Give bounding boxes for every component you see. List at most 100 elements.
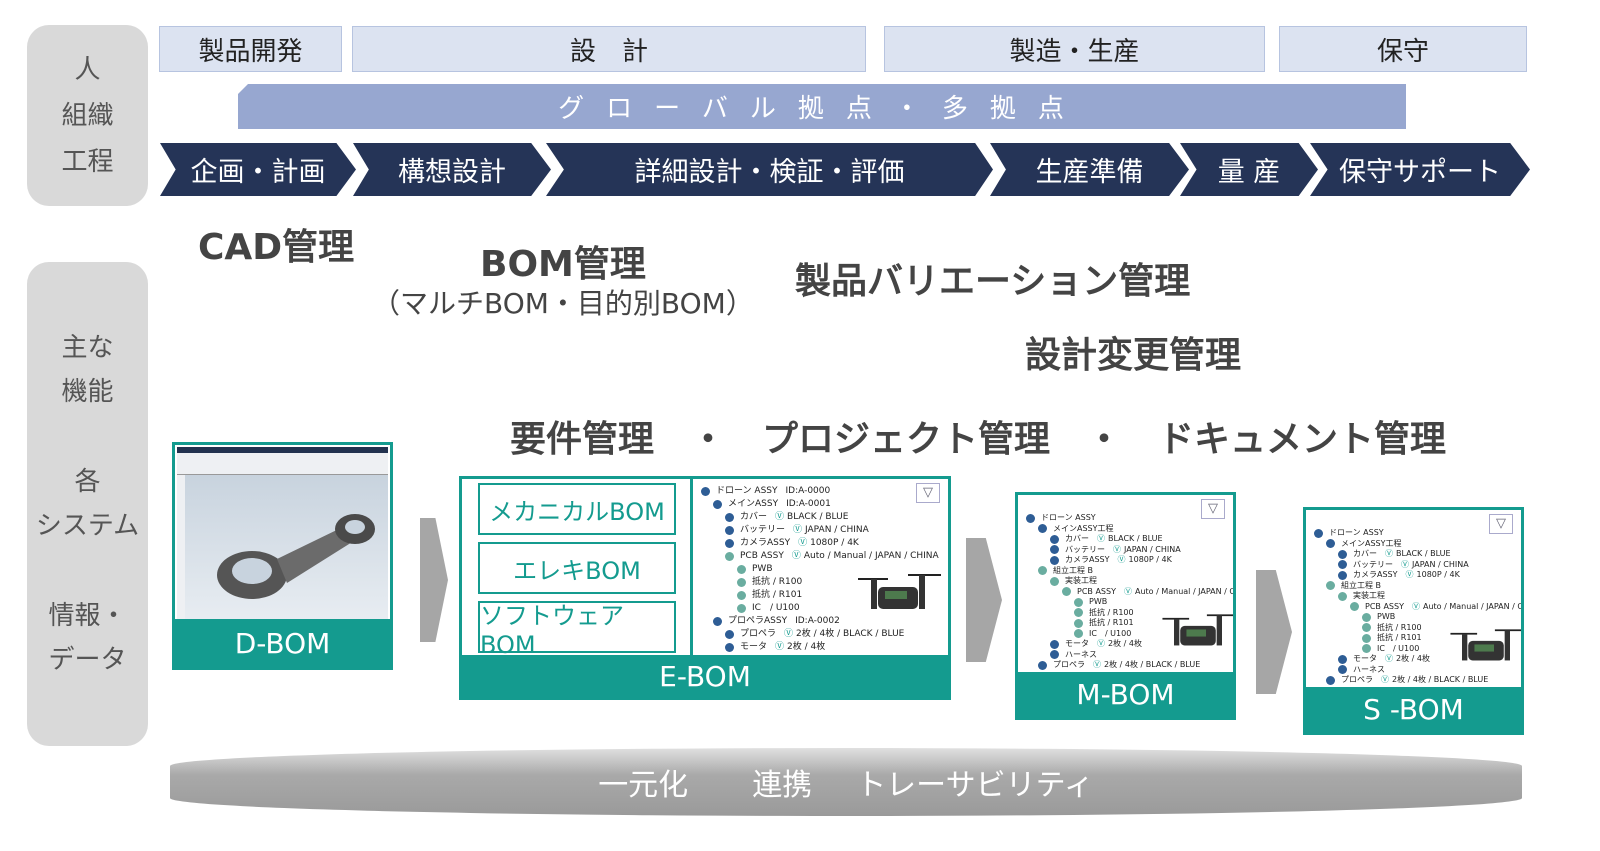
node-icon (737, 565, 746, 574)
tree-node[interactable]: 実装工程 (1314, 591, 1521, 602)
arrow-right-icon (420, 518, 448, 642)
side-label: 工程 (61, 146, 114, 177)
node-icon (1074, 608, 1083, 618)
node-icon (1338, 591, 1347, 601)
tree-node[interactable]: IC / U100 (701, 602, 948, 615)
tree-node[interactable]: 実装工程 (1026, 576, 1233, 587)
node-variants: 2枚 / 4枚 / BLACK / BLUE (1392, 675, 1489, 684)
tree-node[interactable]: 抵抗 / R101 (1026, 618, 1233, 629)
drone-image (1450, 629, 1521, 661)
node-label: 抵抗 / R101 (1377, 633, 1422, 642)
side-label: 各 (74, 467, 101, 497)
tree-node[interactable]: ドローン ASSY (1026, 513, 1233, 524)
tree-node[interactable]: 抵抗 / R101 (1314, 633, 1521, 644)
node-label: PWB (1089, 597, 1108, 606)
node-label: プロペラASSY (728, 616, 788, 626)
tree-node[interactable]: ハーネス (1314, 665, 1521, 676)
tree-node[interactable]: メインASSY工程 (1314, 539, 1521, 550)
function-variation: 製品バリエーション管理 (795, 261, 1191, 302)
connecting-rod-icon (217, 514, 375, 599)
side-label: 情報・ (48, 601, 127, 631)
tree-node[interactable]: ドローン ASSY (1314, 528, 1521, 539)
node-icon (1362, 633, 1371, 643)
node-label: バッテリー (1065, 544, 1105, 554)
electrical-bom-button[interactable]: エレキBOM (478, 542, 676, 594)
node-label: ドローン ASSY (1329, 528, 1384, 537)
filter-icon[interactable]: ▽ (916, 483, 940, 503)
tree-node[interactable]: 抵抗 / R100 (1026, 608, 1233, 619)
node-label: 抵抗 / R100 (1377, 622, 1422, 632)
tree-node[interactable]: 組立工程 B (1026, 566, 1233, 577)
sbom-label: S -BOM (1306, 687, 1521, 732)
node-icon (1338, 549, 1347, 559)
node-icon (1338, 570, 1347, 580)
tree-node[interactable]: メインASSY工程 (1026, 524, 1233, 535)
tree-node[interactable]: PWB (1314, 612, 1521, 623)
filter-icon[interactable]: ▽ (1489, 514, 1513, 534)
header-product-dev: 製品開発 (159, 26, 342, 72)
tree-node[interactable]: IC / U100 (1314, 644, 1521, 655)
process-concept-design: 構想設計 (353, 143, 551, 196)
node-label: ドローン ASSY (716, 486, 778, 496)
node-label: プロペラ (1053, 660, 1085, 669)
node-icon (1338, 654, 1347, 664)
node-label: 実装工程 (1065, 576, 1097, 585)
mechanical-bom-button[interactable]: メカニカルBOM (478, 483, 676, 535)
node-variants: 2枚 / 4枚 / BLACK / BLUE (796, 629, 905, 639)
node-variants: 2枚 / 4枚 (787, 642, 826, 652)
variant-icon: Ⓥ (1385, 654, 1393, 663)
node-label: バッテリー (1353, 559, 1393, 569)
filter-icon[interactable]: ▽ (1201, 499, 1225, 519)
tree-node[interactable]: PWB (701, 563, 948, 576)
node-label: PCB ASSY (740, 551, 784, 561)
tree-node[interactable]: ハーネス (1026, 650, 1233, 661)
node-icon (1326, 675, 1335, 685)
node-label: メインASSY工程 (1053, 523, 1114, 533)
tree-node[interactable]: PWB (1026, 597, 1233, 608)
node-icon (1362, 612, 1371, 622)
function-common: 要件管理 ・ プロジェクト管理 ・ ドキュメント管理 (510, 419, 1447, 460)
tree-node[interactable]: 抵抗 / R100 (1314, 623, 1521, 634)
side-label: 組織 (61, 100, 114, 131)
side-label: 主な (61, 333, 114, 363)
tree-node[interactable]: IC / U100 (1026, 629, 1233, 640)
node-icon (1038, 566, 1047, 576)
node-icon (1062, 587, 1071, 597)
node-icon (1326, 539, 1335, 549)
node-icon (737, 591, 746, 600)
tree-node[interactable]: 抵抗 / R101 (701, 589, 948, 602)
variant-icon: Ⓥ (775, 512, 785, 522)
node-icon (1026, 513, 1035, 523)
tree-node[interactable]: 組立工程 B (1314, 581, 1521, 592)
tree-node[interactable]: 抵抗 / R100 (701, 576, 948, 589)
foundation-unify: 一元化 (598, 768, 689, 803)
function-cad: CAD管理 (198, 227, 355, 268)
process-planning: 企画・計画 (160, 143, 356, 196)
node-label: 実装工程 (1353, 591, 1385, 600)
variant-icon: Ⓥ (1401, 559, 1409, 569)
node-label: 組立工程 B (1053, 565, 1094, 575)
software-bom-button[interactable]: ソフトウェアBOM (478, 601, 676, 659)
